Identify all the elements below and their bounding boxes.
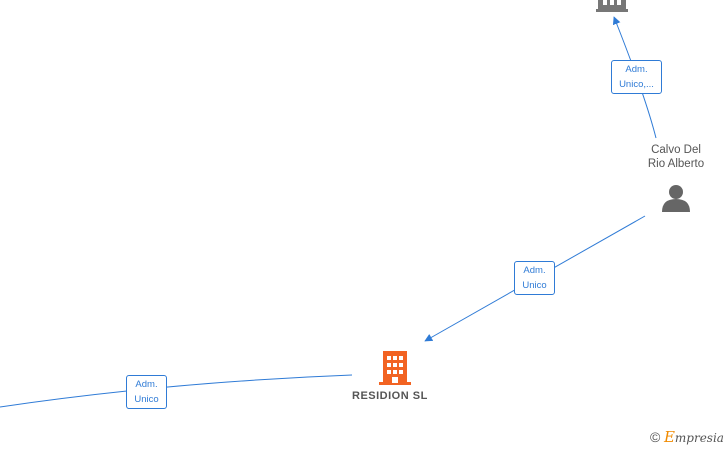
edge-label-line: Unico bbox=[134, 394, 159, 405]
edge-label-line: Adm. bbox=[625, 64, 648, 75]
copyright-symbol: © bbox=[650, 429, 661, 445]
company-name[interactable]: RESIDION SL bbox=[352, 390, 428, 402]
person-name[interactable]: Calvo Del Rio Alberto bbox=[638, 143, 714, 171]
edge-left-to-main-company[interactable] bbox=[0, 374, 353, 408]
brand-logo-text: mpresia bbox=[674, 431, 724, 445]
edge-label-line: Unico,... bbox=[619, 79, 654, 90]
edge-label-line: Adm. bbox=[523, 265, 546, 276]
building-icon[interactable] bbox=[596, 0, 628, 12]
building-icon[interactable] bbox=[379, 351, 411, 385]
brand-watermark: © Empresia bbox=[650, 428, 724, 446]
edge-label-line: Unico bbox=[522, 280, 547, 291]
edge-label-left-to-main[interactable]: Adm. Unico bbox=[126, 375, 167, 409]
person-name-line: Rio Alberto bbox=[647, 158, 705, 170]
person-name-line: Calvo Del bbox=[651, 144, 701, 156]
edge-label-person-to-top[interactable]: Adm. Unico,... bbox=[611, 60, 662, 94]
edge-label-person-to-main[interactable]: Adm. Unico bbox=[514, 261, 555, 295]
person-icon[interactable] bbox=[662, 185, 690, 212]
brand-logo-initial: E bbox=[663, 428, 675, 446]
edge-label-line: Adm. bbox=[135, 379, 158, 390]
